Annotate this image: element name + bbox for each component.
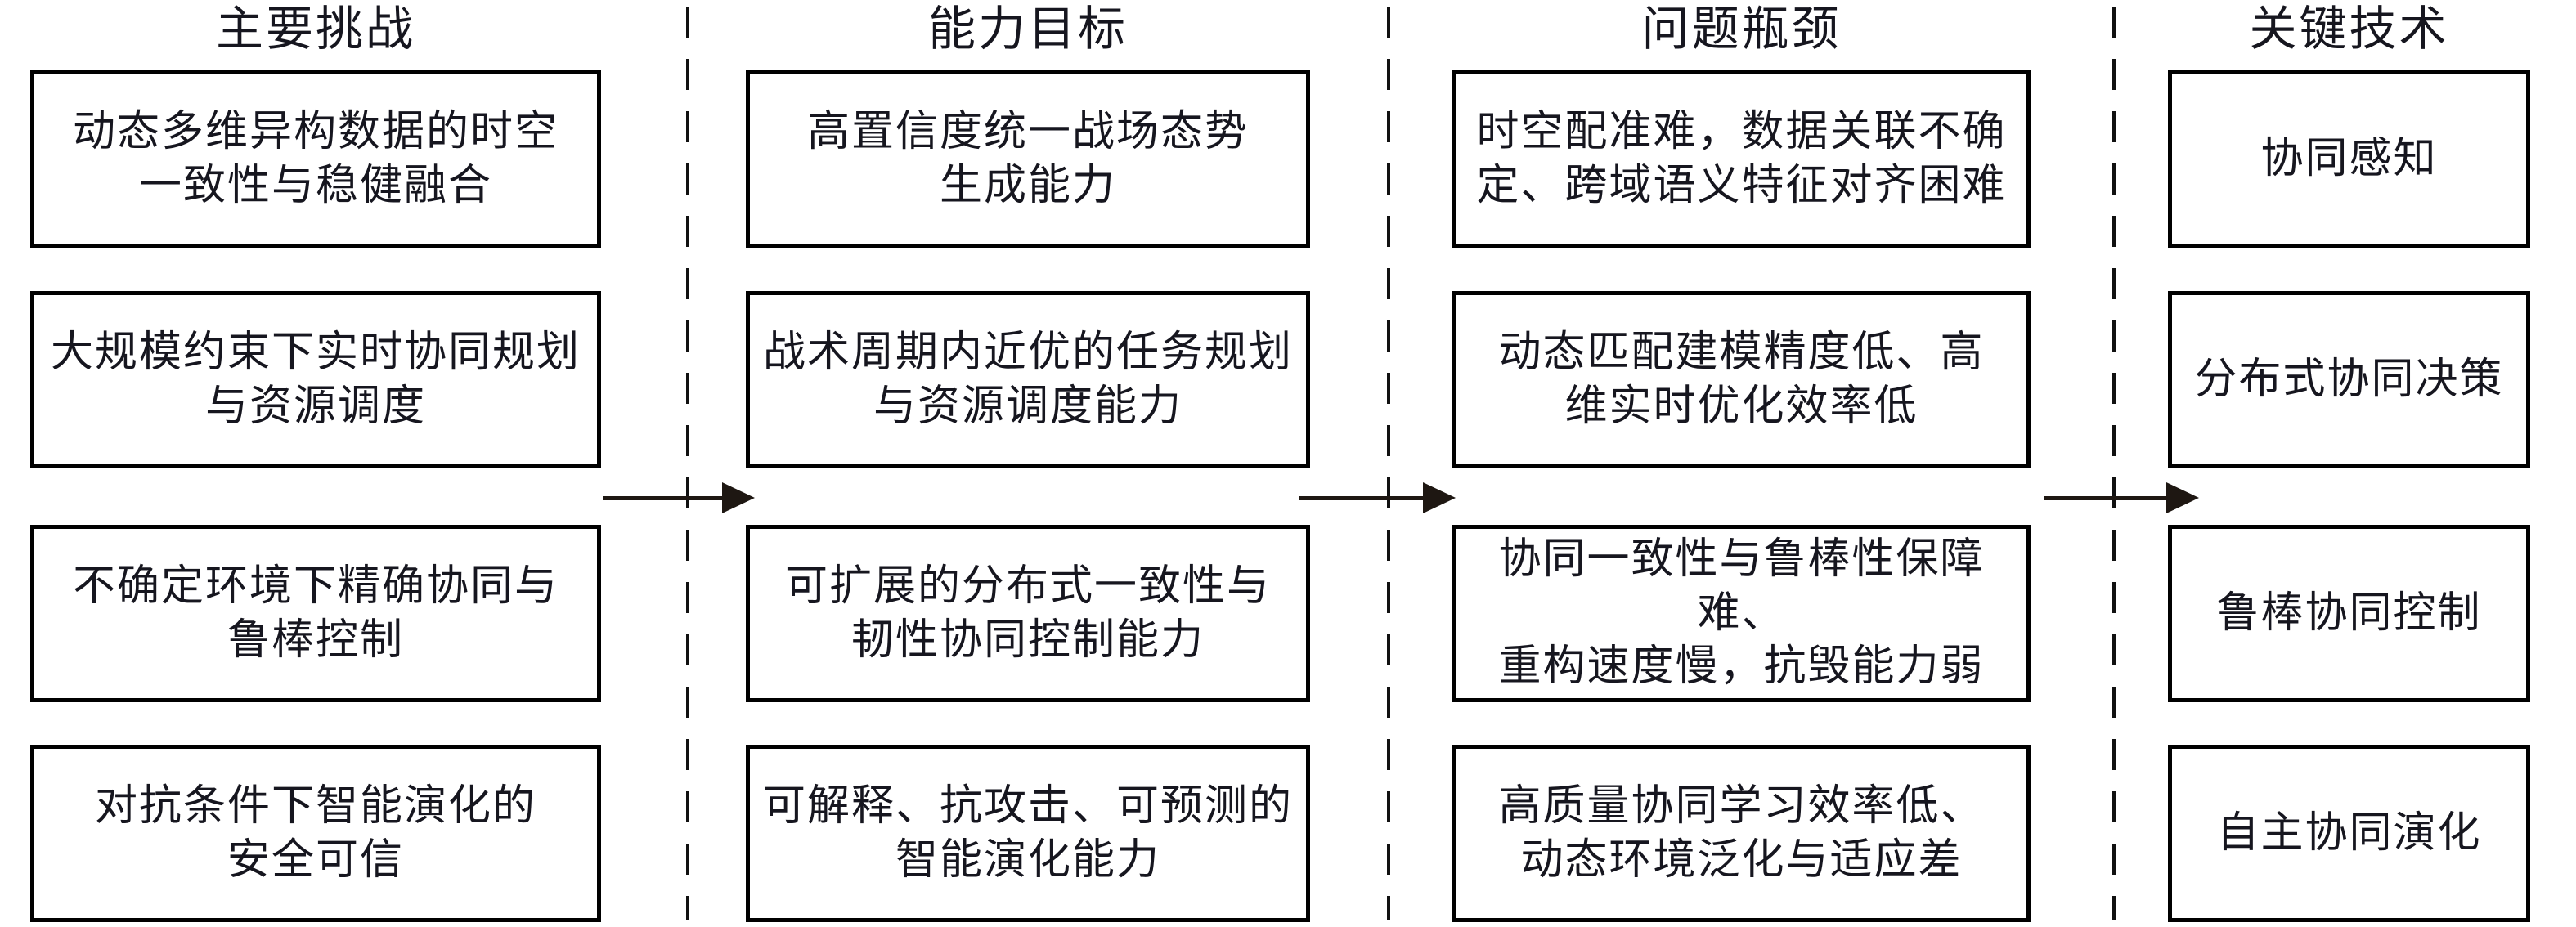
bottleneck-box-4: 高质量协同学习效率低、 动态环境泛化与适应差	[1452, 745, 2031, 922]
column-header-main-challenges: 主要挑战	[215, 2, 415, 56]
arrow-line	[2044, 495, 2166, 500]
column-header-problem-bottlenecks: 问题瓶颈	[1641, 2, 1842, 56]
technology-box-4: 自主协同演化	[2168, 745, 2530, 922]
arrow-line	[1299, 495, 1423, 500]
goal-box-2: 战术周期内近优的任务规划 与资源调度能力	[746, 291, 1310, 468]
arrow-line	[603, 495, 722, 500]
challenge-box-3: 不确定环境下精确协同与 鲁棒控制	[30, 525, 601, 702]
flow-arrow-1	[603, 482, 755, 513]
arrow-head-icon	[2166, 482, 2199, 513]
challenge-box-2: 大规模约束下实时协同规划 与资源调度	[30, 291, 601, 468]
goal-box-3: 可扩展的分布式一致性与 韧性协同控制能力	[746, 525, 1310, 702]
arrow-head-icon	[1423, 482, 1456, 513]
flow-arrow-3	[2044, 482, 2199, 513]
dashed-divider-2	[1387, 7, 1390, 920]
challenge-box-4: 对抗条件下智能演化的 安全可信	[30, 745, 601, 922]
bottleneck-box-1: 时空配准难，数据关联不确 定、跨域语义特征对齐困难	[1452, 70, 2031, 248]
column-header-capability-goals: 能力目标	[927, 2, 1128, 56]
goal-box-4: 可解释、抗攻击、可预测的 智能演化能力	[746, 745, 1310, 922]
challenge-box-1: 动态多维异构数据的时空 一致性与稳健融合	[30, 70, 601, 248]
dashed-divider-1	[686, 7, 689, 920]
arrow-head-icon	[722, 482, 755, 513]
dashed-divider-3	[2112, 7, 2116, 920]
goal-box-1: 高置信度统一战场态势 生成能力	[746, 70, 1310, 248]
column-header-key-technologies: 关键技术	[2249, 2, 2449, 56]
flow-arrow-2	[1299, 482, 1456, 513]
bottleneck-box-3: 协同一致性与鲁棒性保障难、 重构速度慢，抗毁能力弱	[1452, 525, 2031, 702]
bottleneck-box-2: 动态匹配建模精度低、高 维实时优化效率低	[1452, 291, 2031, 468]
technology-box-1: 协同感知	[2168, 70, 2530, 248]
technology-box-2: 分布式协同决策	[2168, 291, 2530, 468]
technology-box-3: 鲁棒协同控制	[2168, 525, 2530, 702]
